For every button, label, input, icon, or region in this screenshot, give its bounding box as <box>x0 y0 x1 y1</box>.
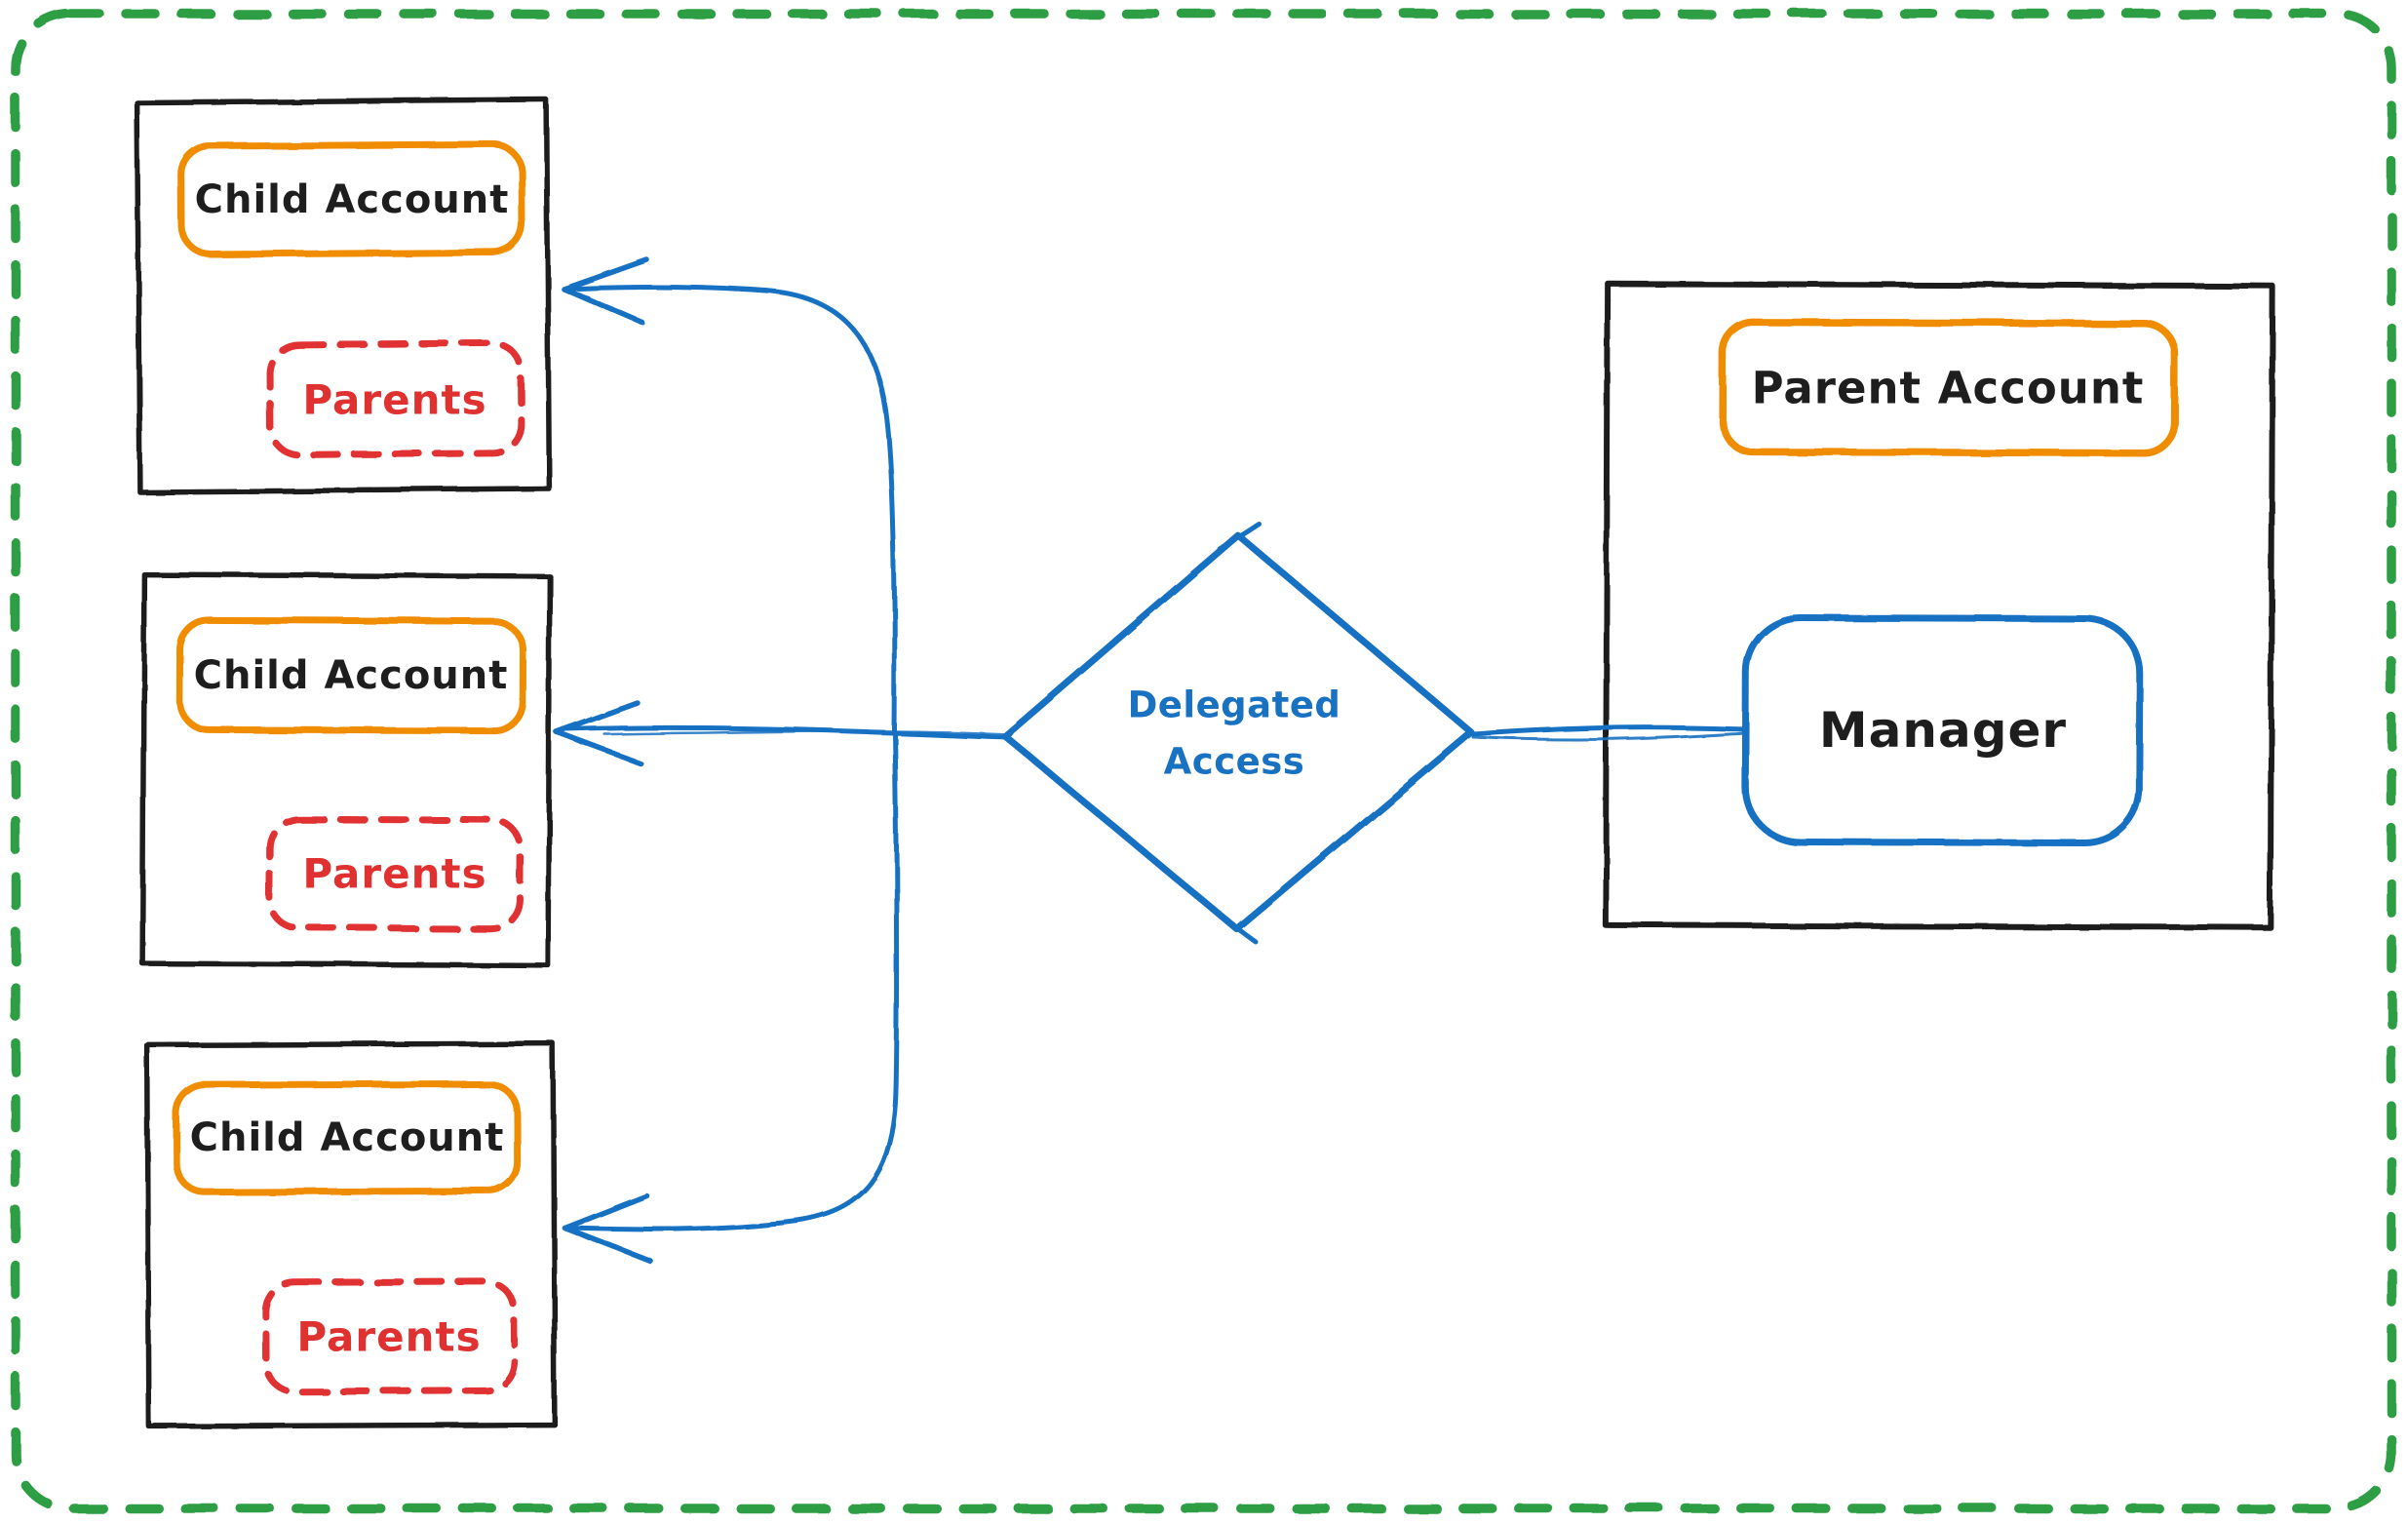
child-account-box-1-group <box>134 97 553 495</box>
parent-account-pill <box>1718 318 2179 457</box>
connector-diamond-to-child2-overdraw <box>602 729 1008 736</box>
child-account-pill-2 <box>175 616 527 735</box>
manager-label: Manager <box>1819 702 2067 759</box>
diamond-bottom-vertex-overdraw <box>1217 913 1259 945</box>
connector-manager-to-diamond-overdraw <box>1471 731 1747 742</box>
child-account-box-1 <box>134 97 553 495</box>
child-account-label-3: Child Account <box>190 1115 505 1160</box>
diamond-top-vertex-overdraw <box>1217 521 1262 552</box>
connector-diamond-to-child2 <box>561 724 1009 740</box>
child-account-pill-1 <box>177 140 525 258</box>
delegated-access-label-line2: Access <box>1164 741 1305 783</box>
parents-pill-3 <box>261 1277 519 1395</box>
child-account-box-3-group <box>144 1040 558 1429</box>
parents-label-3: Parents <box>296 1313 481 1361</box>
parent-account-box-group <box>1602 280 2276 931</box>
parents-pill-1 <box>266 339 525 458</box>
delegated-access-diamond <box>1001 531 1475 933</box>
connector-trunk-to-child3 <box>563 730 900 1232</box>
child-account-pill-3 <box>172 1079 522 1196</box>
canvas-dashed-border <box>11 9 2396 1513</box>
parent-account-box <box>1602 280 2276 931</box>
parent-account-label: Parent Account <box>1752 363 2145 414</box>
connector-manager-to-diamond <box>1470 724 1748 737</box>
child-account-box-2-group <box>139 571 553 968</box>
connector-trunk-to-child1 <box>563 284 897 733</box>
arrowhead-into-child3 <box>562 1192 653 1264</box>
child-account-label-2: Child Account <box>194 653 509 698</box>
delegated-access-label-line1: Delegated <box>1128 684 1341 726</box>
parents-label-1: Parents <box>302 376 486 424</box>
parents-label-2: Parents <box>302 850 486 898</box>
child-account-box-3 <box>144 1040 558 1429</box>
arrowhead-into-child2 <box>554 700 643 766</box>
child-account-label-1: Child Account <box>195 177 510 222</box>
child-account-box-2 <box>139 571 553 968</box>
arrowhead-into-child1 <box>561 256 649 326</box>
parents-pill-2 <box>265 815 524 933</box>
